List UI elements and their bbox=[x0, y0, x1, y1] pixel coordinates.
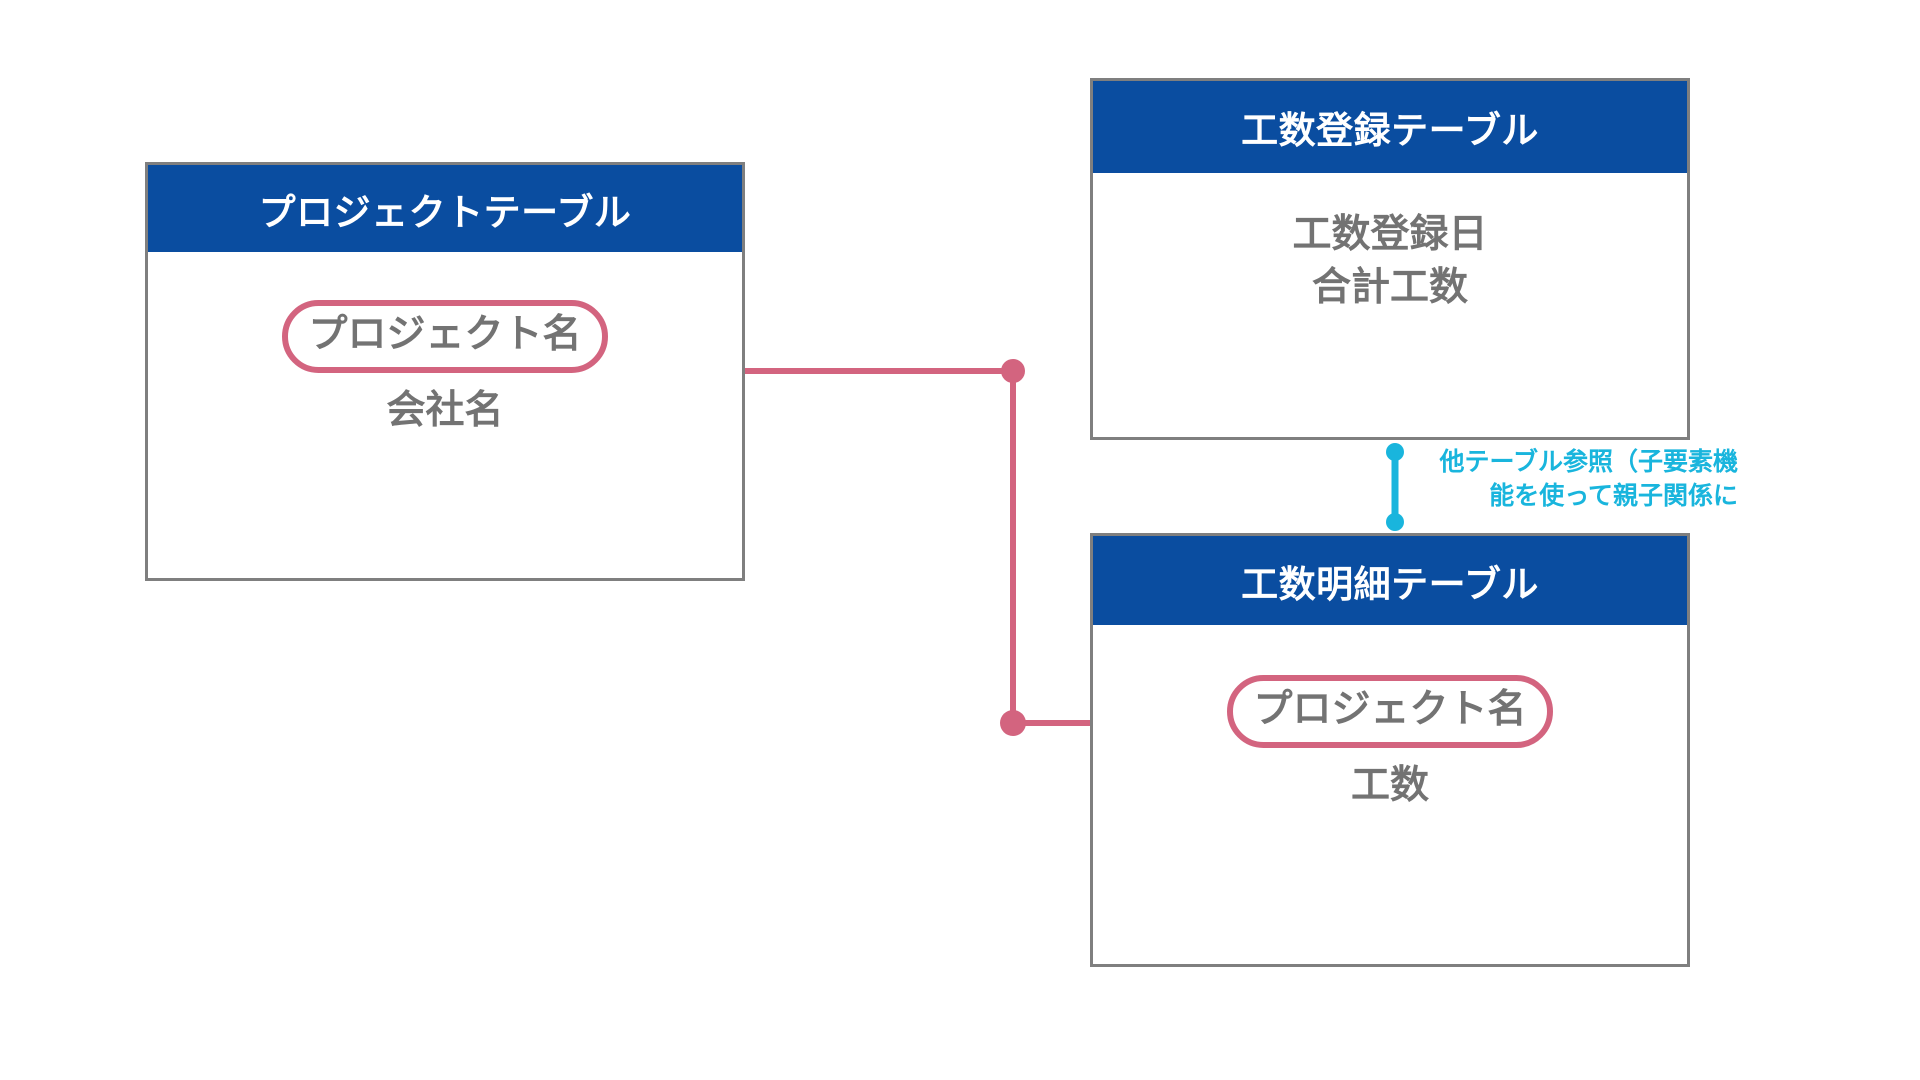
entity-project-table-body: プロジェクト名 会社名 bbox=[148, 252, 742, 578]
connector-register-to-detail[interactable] bbox=[1386, 443, 1404, 531]
field-project-name-key[interactable]: プロジェクト名 bbox=[282, 300, 608, 373]
entity-manhour-detail-table[interactable]: 工数明細テーブル プロジェクト名 工数 bbox=[1090, 533, 1690, 967]
field-detail-project-name-key[interactable]: プロジェクト名 bbox=[1227, 675, 1553, 748]
field-manhours: 工数 bbox=[1350, 764, 1429, 807]
entity-manhour-register-table-body: 工数登録日 合計工数 bbox=[1093, 173, 1687, 437]
field-company-name: 会社名 bbox=[386, 389, 504, 432]
annotation-child-element-note: 他テーブル参照（子要素機 能を使って親子関係に bbox=[1439, 448, 1738, 510]
connector-waypoint-bottom bbox=[1000, 710, 1026, 736]
entity-manhour-detail-table-header: 工数明細テーブル bbox=[1093, 536, 1687, 625]
entity-manhour-register-table[interactable]: 工数登録テーブル 工数登録日 合計工数 bbox=[1090, 78, 1690, 440]
field-manhour-register-date: 工数登録日 bbox=[1292, 213, 1488, 256]
connector-endpoint-detail bbox=[1386, 513, 1404, 531]
connector-endpoint-register bbox=[1386, 443, 1404, 461]
field-total-manhours: 合計工数 bbox=[1311, 266, 1468, 309]
entity-manhour-register-table-header: 工数登録テーブル bbox=[1093, 81, 1687, 173]
entity-manhour-detail-table-body: プロジェクト名 工数 bbox=[1093, 625, 1687, 964]
entity-project-table[interactable]: プロジェクトテーブル プロジェクト名 会社名 bbox=[145, 162, 745, 581]
entity-project-table-header: プロジェクトテーブル bbox=[148, 165, 742, 252]
connector-waypoint-top bbox=[1001, 359, 1025, 383]
